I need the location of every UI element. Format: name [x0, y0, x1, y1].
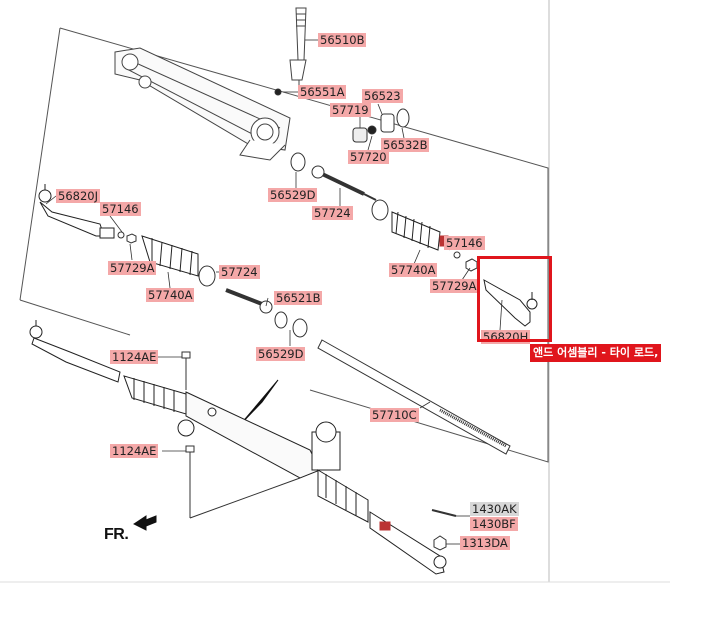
pinion-shaft	[289, 7, 307, 88]
part-label-1313DA[interactable]: 1313DA	[460, 536, 510, 550]
rack-housing-upper	[114, 47, 291, 161]
part-label-57740A-left[interactable]: 57740A	[146, 288, 195, 302]
bellows-boot-right	[391, 211, 449, 251]
part-label-57729A-right[interactable]: 57729A	[430, 279, 479, 293]
part-label-57724-mid[interactable]: 57724	[219, 265, 260, 279]
part-label-1124AE-top[interactable]: 1124AE	[110, 350, 159, 364]
front-direction-arrow	[133, 515, 157, 531]
part-label-1430BF[interactable]: 1430BF	[470, 517, 518, 531]
inner-tie-rod-right	[311, 165, 377, 201]
part-label-57146-right[interactable]: 57146	[444, 236, 485, 250]
steering-gear-assembly-lower	[29, 320, 447, 575]
part-label-56510B[interactable]: 56510B	[318, 33, 367, 47]
inner-tie-rod-left	[225, 288, 273, 314]
leader-lines	[45, 39, 503, 545]
rack-bar	[317, 339, 511, 455]
outer-tie-rod-left	[38, 184, 115, 239]
part-label-56529D-mid[interactable]: 56529D	[256, 347, 306, 361]
part-label-57719[interactable]: 57719	[330, 103, 371, 117]
part-label-56521B[interactable]: 56521B	[274, 291, 323, 305]
bellows-boot-left	[141, 235, 199, 277]
selected-part-caption: 앤드 어셈블리 - 타이 로드,	[530, 344, 662, 362]
outer-tie-rod-right	[483, 279, 538, 327]
part-label-1430AK[interactable]: 1430AK	[470, 502, 519, 516]
part-label-57710C[interactable]: 57710C	[370, 408, 419, 422]
mounting-bolt-top	[181, 351, 191, 390]
part-label-57729A-left[interactable]: 57729A	[108, 261, 157, 275]
part-label-56551A[interactable]: 56551A	[298, 85, 347, 99]
part-label-1124AE-bottom[interactable]: 1124AE	[110, 444, 159, 458]
part-label-57720[interactable]: 57720	[348, 150, 389, 164]
part-label-57724-top[interactable]: 57724	[312, 206, 353, 220]
part-label-57740A-right[interactable]: 57740A	[389, 263, 438, 277]
part-label-56532B[interactable]: 56532B	[381, 138, 430, 152]
part-label-57146-left[interactable]: 57146	[100, 202, 141, 216]
part-label-56820J[interactable]: 56820J	[56, 189, 100, 203]
selected-part-highlight	[477, 256, 552, 342]
part-label-56529D-top[interactable]: 56529D	[268, 188, 318, 202]
part-label-56523[interactable]: 56523	[362, 89, 403, 103]
mounting-bolt-bottom	[185, 445, 195, 480]
front-direction-label: FR.	[104, 526, 129, 543]
